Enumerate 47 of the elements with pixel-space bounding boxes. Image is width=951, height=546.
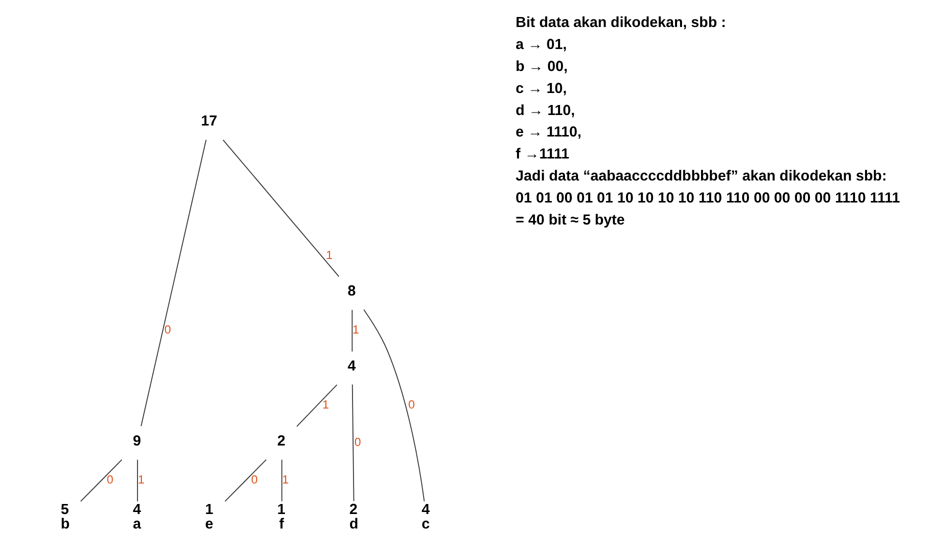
node-text: 8: [348, 284, 356, 300]
node-text: 2: [349, 502, 358, 518]
node-text: 4: [132, 502, 142, 518]
edge-label: 0: [408, 398, 415, 412]
edge-label: 0: [354, 435, 361, 450]
connector: [352, 384, 354, 502]
node-text: 5: [60, 502, 69, 518]
node-label: b: [60, 516, 70, 533]
node-text: 1: [277, 502, 286, 518]
connector: [222, 139, 340, 277]
edge-label: 1: [322, 398, 329, 412]
node-text: 2: [277, 433, 286, 450]
label: a → 01,: [516, 37, 567, 53]
label: Bit data akan dikodekan, sbb :: [516, 15, 726, 32]
edge-label: 1: [326, 248, 333, 262]
connector: [296, 384, 338, 427]
connector: [80, 459, 122, 502]
edge-label: 0: [106, 472, 114, 486]
edge-label: 1: [138, 472, 144, 486]
node-label: c: [422, 516, 430, 533]
node-label: e: [205, 516, 214, 533]
node-text: 4: [348, 358, 356, 375]
node-label: a: [132, 516, 142, 533]
node-text: 4: [422, 502, 430, 518]
connector: [363, 309, 425, 502]
label: 01 01 00 01 01 10 10 10 10 110 110 00 00 00 00 1110 1111: [516, 190, 900, 206]
edge-label: 0: [164, 322, 171, 337]
label: d → 110,: [516, 102, 575, 119]
label: b → 00,: [516, 58, 568, 75]
connector: [224, 459, 267, 502]
connector: [140, 139, 207, 427]
node-text: 17: [200, 114, 218, 130]
connector: [137, 459, 138, 502]
label: Jadi data “aabaaccccddbbbbef” akan dikodekan sbb:: [516, 168, 887, 185]
edge-label: 1: [352, 322, 360, 337]
connector: [281, 459, 282, 502]
label: = 40 bit ≈ 5 byte: [516, 212, 625, 228]
connector: [352, 309, 353, 352]
label: f →1111: [516, 146, 570, 163]
node-text: 1: [205, 502, 214, 518]
node-label: d: [349, 516, 358, 533]
node-text: 9: [132, 433, 142, 450]
label: c → 10,: [516, 80, 567, 97]
node-label: f: [279, 516, 284, 533]
label: e → 1110,: [516, 124, 582, 141]
edge-label: 1: [282, 472, 289, 486]
edge-label: 0: [251, 472, 258, 486]
